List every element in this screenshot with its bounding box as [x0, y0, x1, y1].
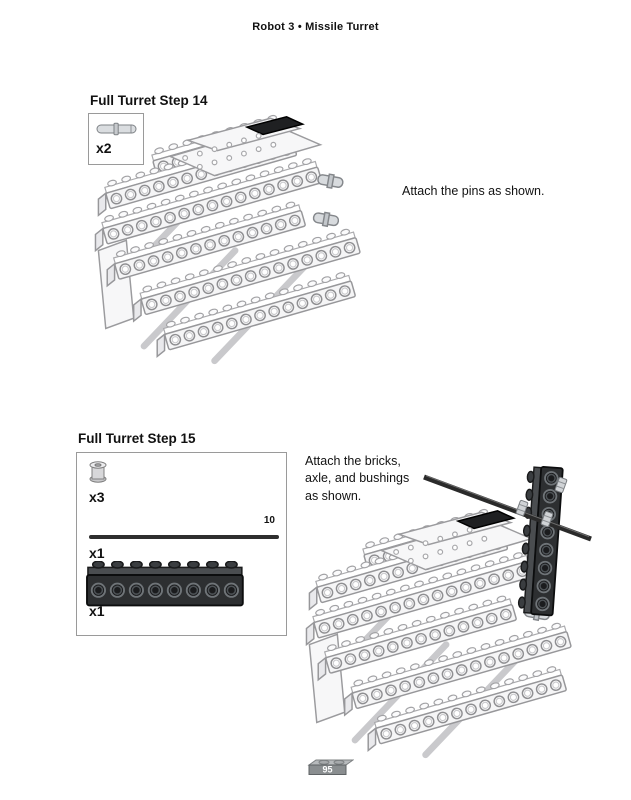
stud — [333, 759, 345, 765]
bushing-count: x3 — [89, 489, 105, 505]
pin-count: x2 — [96, 140, 112, 156]
step-15-caption: Attach the bricks, axle, and bushings as… — [305, 454, 410, 503]
axle-icon — [89, 535, 279, 539]
bushing — [540, 510, 554, 528]
step-15-parts-box: x3 10 x1 x1 — [76, 452, 287, 636]
axle-10 — [423, 474, 592, 542]
page-number: 95 — [322, 764, 332, 774]
black-technic-brick — [517, 466, 564, 617]
step-14-parts-box: x2 — [88, 113, 144, 165]
page-number-brick: 95 — [307, 759, 354, 775]
technic-pin-icon — [96, 122, 137, 136]
page-header: Robot 3 • Missile Turret — [252, 21, 379, 33]
brick-count: x1 — [89, 603, 105, 619]
step-14-caption: Attach the pins as shown. — [402, 184, 545, 198]
stud — [318, 759, 330, 765]
turret-assembly-step15-illustration — [293, 466, 592, 765]
axle-length-label: 10 — [263, 515, 275, 526]
step-14-title: Full Turret Step 14 — [90, 93, 208, 108]
technic-brick-1x8-icon — [86, 561, 244, 607]
step-15-title: Full Turret Step 15 — [78, 431, 196, 446]
bushing — [554, 476, 568, 494]
bushing — [515, 499, 529, 517]
axle-count: x1 — [89, 545, 105, 561]
bushing-icon — [89, 461, 107, 483]
